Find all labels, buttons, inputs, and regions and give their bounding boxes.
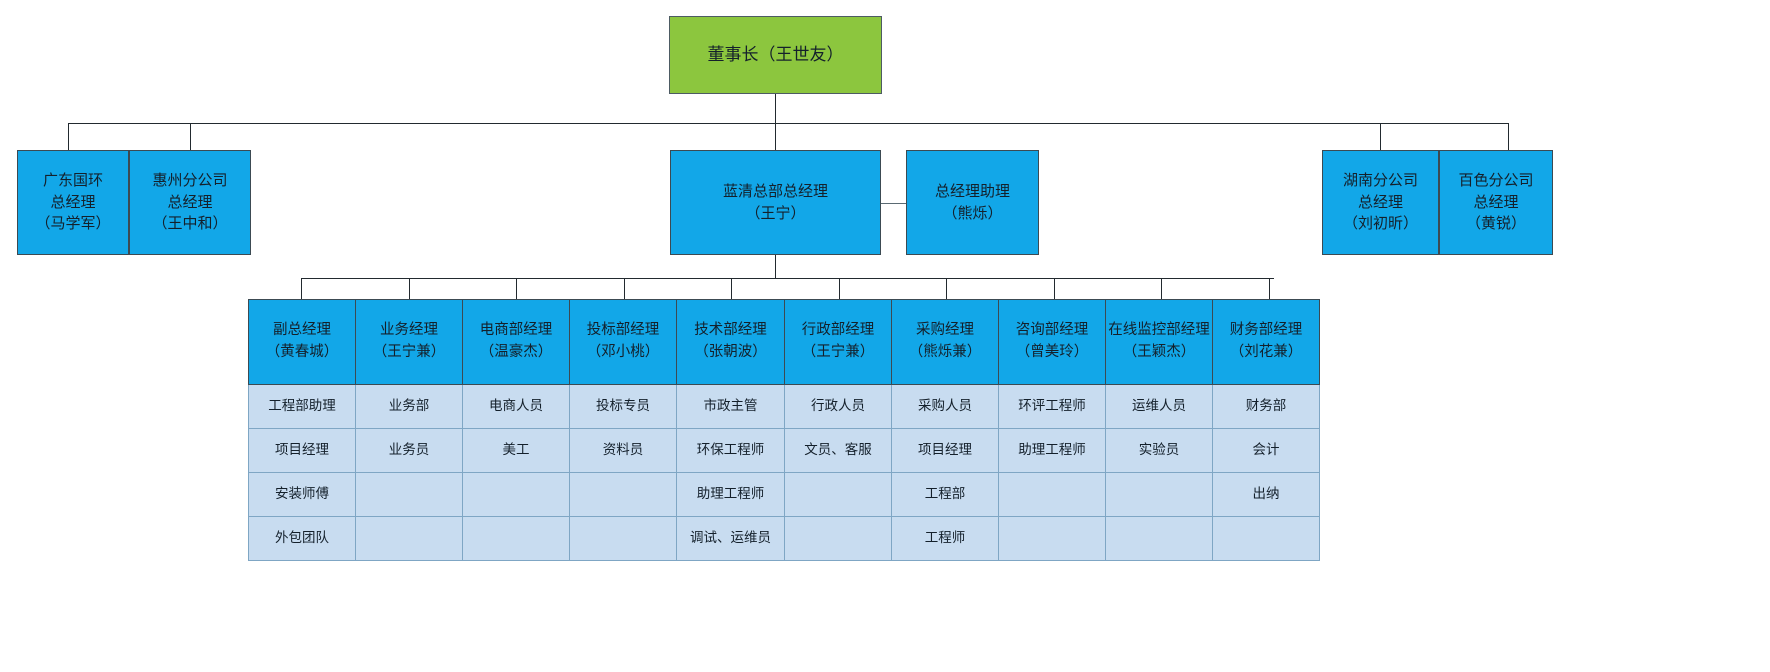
staff-cell: 财务部 xyxy=(1212,384,1320,429)
staff-cell xyxy=(355,516,463,561)
staff-cell: 助理工程师 xyxy=(998,428,1106,473)
department-header-row: 副总经理 （黄春城） 业务经理 （王宁兼） 电商部经理 （温豪杰） 投标部经理 … xyxy=(248,299,1320,385)
connector-gm-stem xyxy=(775,255,776,278)
staff-cell xyxy=(784,472,892,517)
connector-drop-gd xyxy=(68,123,69,150)
department-title-7[interactable]: 采购经理 （熊烁兼） xyxy=(891,299,999,385)
staff-row-1: 工程部助理 业务部 电商人员 投标专员 市政主管 行政人员 采购人员 环评工程师… xyxy=(248,384,1320,429)
staff-cell: 市政主管 xyxy=(676,384,785,429)
staff-cell xyxy=(462,516,570,561)
node-branch-baise[interactable]: 百色分公司 总经理 （黄锐） xyxy=(1439,150,1553,255)
staff-cell xyxy=(784,516,892,561)
staff-cell xyxy=(569,472,677,517)
connector-drop-hn xyxy=(1380,123,1381,150)
staff-row-3: 安装师傅 助理工程师 工程部 出纳 xyxy=(248,472,1320,517)
department-matrix: 副总经理 （黄春城） 业务经理 （王宁兼） 电商部经理 （温豪杰） 投标部经理 … xyxy=(248,299,1320,561)
staff-cell: 业务部 xyxy=(355,384,463,429)
department-title-10[interactable]: 财务部经理 （刘花兼） xyxy=(1212,299,1320,385)
staff-cell: 外包团队 xyxy=(248,516,356,561)
node-branch-huizhou[interactable]: 惠州分公司 总经理 （王中和） xyxy=(129,150,251,255)
connector-drop-dept-7 xyxy=(946,278,947,299)
staff-row-4: 外包团队 调试、运维员 工程师 xyxy=(248,516,1320,561)
staff-cell xyxy=(1212,516,1320,561)
connector-drop-hz xyxy=(190,123,191,150)
node-general-manager[interactable]: 蓝清总部总经理 （王宁） xyxy=(670,150,881,255)
staff-cell: 工程师 xyxy=(891,516,999,561)
staff-cell: 工程部助理 xyxy=(248,384,356,429)
staff-cell xyxy=(569,516,677,561)
connector-drop-center xyxy=(775,123,776,150)
staff-cell: 运维人员 xyxy=(1105,384,1213,429)
staff-cell xyxy=(462,472,570,517)
department-title-1[interactable]: 副总经理 （黄春城） xyxy=(248,299,356,385)
node-gm-assistant[interactable]: 总经理助理 （熊烁） xyxy=(906,150,1039,255)
department-title-5[interactable]: 技术部经理 （张朝波） xyxy=(676,299,785,385)
staff-cell: 项目经理 xyxy=(248,428,356,473)
connector-drop-dept-10 xyxy=(1269,278,1270,299)
staff-cell: 采购人员 xyxy=(891,384,999,429)
staff-cell: 资料员 xyxy=(569,428,677,473)
staff-cell: 美工 xyxy=(462,428,570,473)
connector-drop-dept-1 xyxy=(301,278,302,299)
connector-gm-assistant xyxy=(881,203,906,204)
connector-drop-bs xyxy=(1508,123,1509,150)
connector-drop-dept-3 xyxy=(516,278,517,299)
staff-cell xyxy=(998,472,1106,517)
node-chairman[interactable]: 董事长（王世友） xyxy=(669,16,882,94)
staff-cell: 出纳 xyxy=(1212,472,1320,517)
staff-cell: 业务员 xyxy=(355,428,463,473)
connector-drop-dept-5 xyxy=(731,278,732,299)
staff-cell: 助理工程师 xyxy=(676,472,785,517)
staff-cell: 调试、运维员 xyxy=(676,516,785,561)
department-title-4[interactable]: 投标部经理 （邓小桃） xyxy=(569,299,677,385)
node-branch-guangdong[interactable]: 广东国环 总经理 （马学军） xyxy=(17,150,129,255)
department-title-3[interactable]: 电商部经理 （温豪杰） xyxy=(462,299,570,385)
connector-chairman-stem xyxy=(775,94,776,123)
connector-main-bus xyxy=(68,123,1509,124)
staff-row-2: 项目经理 业务员 美工 资料员 环保工程师 文员、客服 项目经理 助理工程师 实… xyxy=(248,428,1320,473)
staff-cell xyxy=(355,472,463,517)
staff-cell: 环保工程师 xyxy=(676,428,785,473)
staff-cell: 投标专员 xyxy=(569,384,677,429)
staff-cell: 环评工程师 xyxy=(998,384,1106,429)
staff-cell: 项目经理 xyxy=(891,428,999,473)
connector-department-bus xyxy=(301,278,1274,279)
department-title-2[interactable]: 业务经理 （王宁兼） xyxy=(355,299,463,385)
staff-cell: 实验员 xyxy=(1105,428,1213,473)
connector-drop-dept-6 xyxy=(839,278,840,299)
connector-drop-dept-8 xyxy=(1054,278,1055,299)
node-branch-hunan[interactable]: 湖南分公司 总经理 （刘初昕） xyxy=(1322,150,1439,255)
department-title-8[interactable]: 咨询部经理 （曾美玲） xyxy=(998,299,1106,385)
staff-cell xyxy=(1105,516,1213,561)
staff-cell: 安装师傅 xyxy=(248,472,356,517)
staff-cell xyxy=(998,516,1106,561)
staff-cell: 行政人员 xyxy=(784,384,892,429)
connector-drop-dept-2 xyxy=(409,278,410,299)
department-title-6[interactable]: 行政部经理 （王宁兼） xyxy=(784,299,892,385)
staff-cell xyxy=(1105,472,1213,517)
staff-cell: 工程部 xyxy=(891,472,999,517)
connector-drop-dept-9 xyxy=(1161,278,1162,299)
staff-cell: 会计 xyxy=(1212,428,1320,473)
department-title-9[interactable]: 在线监控部经理 （王颖杰） xyxy=(1105,299,1213,385)
connector-drop-dept-4 xyxy=(624,278,625,299)
staff-cell: 文员、客服 xyxy=(784,428,892,473)
staff-cell: 电商人员 xyxy=(462,384,570,429)
